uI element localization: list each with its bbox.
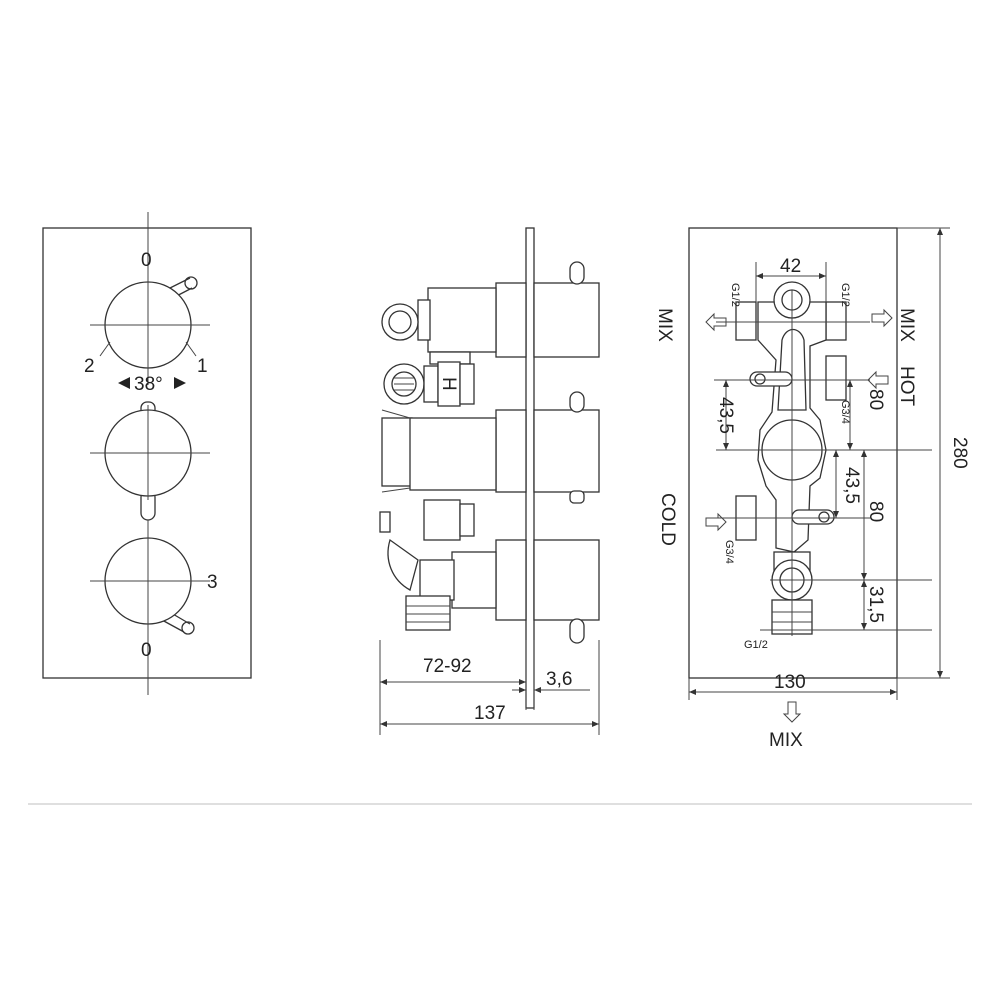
side-view: H 72-92 3 [379, 227, 600, 735]
knob3-label-bottom: 0 [141, 640, 152, 661]
valve-body-upper: H [381, 287, 497, 407]
label-mix-right: MIX [896, 308, 917, 342]
dim-depth-range: 72-92 [423, 656, 472, 677]
angle-arrow-right [174, 377, 186, 389]
top-left-port: G1/2 [729, 283, 741, 307]
dim-80-upper: 80 [865, 389, 886, 410]
dim-plate: 3,6 [546, 669, 572, 690]
arrow-hot [867, 370, 889, 390]
back-view: 42 G1/2 G1/2 G3/4 G3/4 G1/2 MIX MIX HOT … [654, 227, 970, 751]
front-view: 0 2 1 38° 3 0 [42, 212, 252, 695]
valve-mark: H [438, 377, 459, 391]
handle-3 [495, 539, 600, 644]
label-mix-bottom: MIX [769, 730, 803, 751]
arrow-mix-bottom [782, 701, 802, 723]
port-hot [825, 355, 847, 401]
knob-3 [90, 520, 210, 695]
port-g34-left: G3/4 [723, 540, 735, 564]
knob1-label-right: 1 [197, 356, 208, 377]
arrow-mix-right [871, 308, 893, 328]
dim-80-lower: 80 [865, 501, 886, 522]
width-top: 42 [780, 256, 801, 277]
handle-2 [495, 391, 600, 504]
valve-body-lower [379, 499, 497, 631]
knob1-label-left: 2 [84, 356, 95, 377]
arrow-mix-left [705, 312, 727, 332]
dim-31-5: 31,5 [865, 586, 886, 623]
dim-43-5-left: 43,5 [715, 397, 736, 434]
knob-1 [90, 212, 210, 385]
back-plate [688, 227, 898, 679]
label-mix-left: MIX [654, 308, 675, 342]
arrow-cold [705, 512, 727, 532]
knob1-label-top: 0 [141, 250, 152, 271]
valve-body-middle [381, 409, 497, 493]
angle-arrow-left [118, 377, 130, 389]
angle-label: 38° [134, 374, 163, 395]
knob-2 [90, 401, 210, 521]
label-hot: HOT [896, 366, 917, 407]
port-top-left [735, 301, 757, 341]
label-cold: COLD [657, 493, 678, 546]
front-plate [42, 227, 252, 679]
bottom-port: G1/2 [744, 639, 768, 651]
dim-280: 280 [949, 437, 970, 469]
wall-plate [525, 227, 535, 709]
port-g34-right: G3/4 [839, 400, 851, 424]
knob3-label-right: 3 [207, 572, 218, 593]
dim-130: 130 [774, 672, 806, 693]
port-top-right [825, 301, 847, 341]
dim-total: 137 [474, 703, 506, 724]
handle-1 [495, 261, 600, 358]
top-right-port: G1/2 [839, 283, 851, 307]
dim-43-5-right: 43,5 [841, 467, 862, 504]
